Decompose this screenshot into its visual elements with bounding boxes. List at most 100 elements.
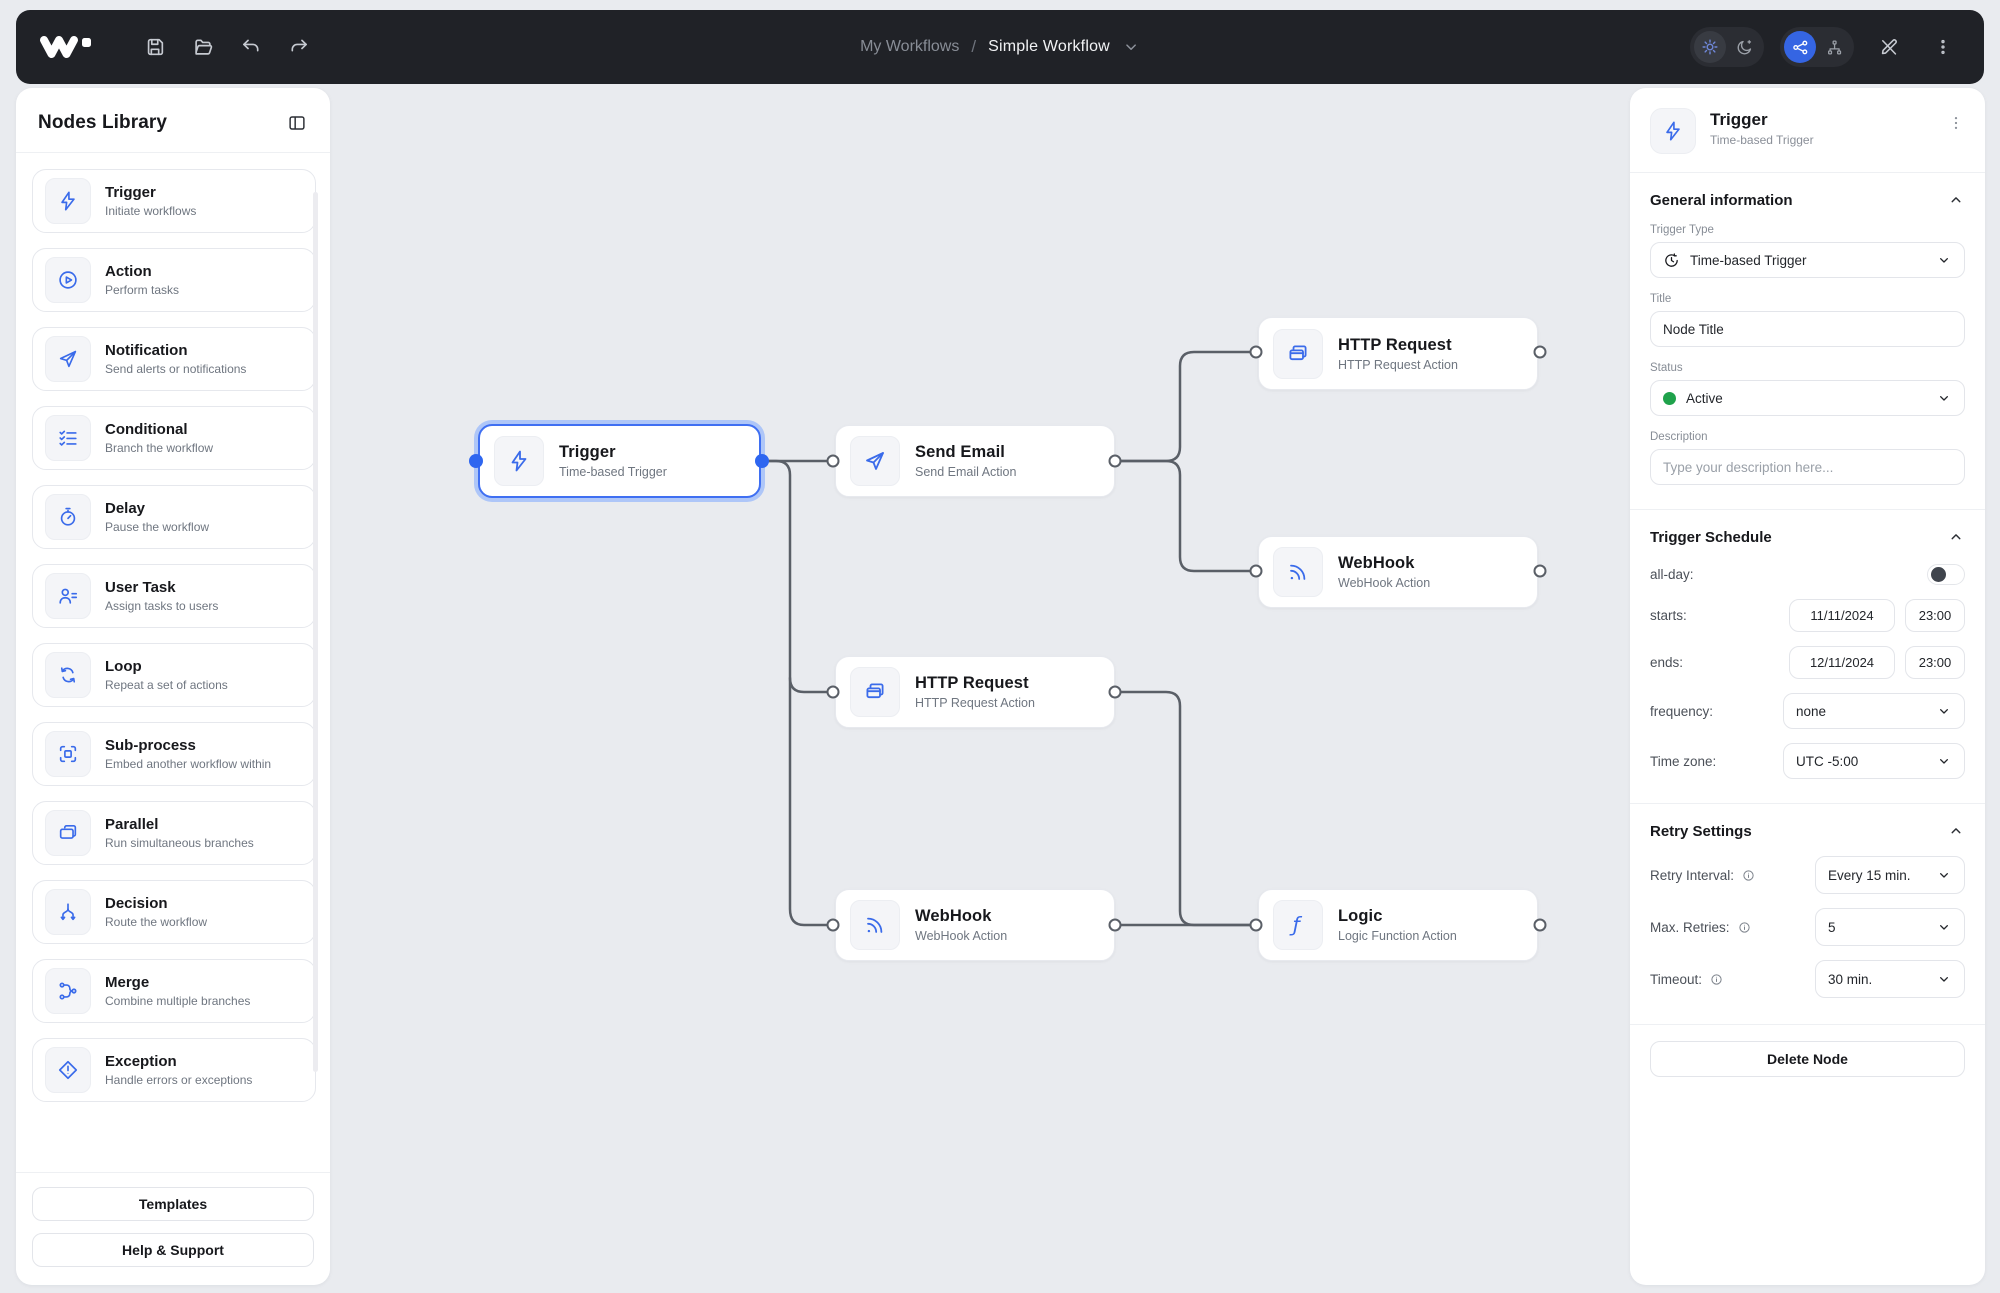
dark-theme-button[interactable]: [1728, 31, 1760, 63]
panel-collapse-icon[interactable]: [286, 112, 308, 134]
frequency-select[interactable]: none: [1783, 693, 1965, 729]
timezone-select[interactable]: UTC -5:00: [1783, 743, 1965, 779]
chevron-down-icon: [1940, 258, 1948, 263]
max-retries-select[interactable]: 5: [1815, 908, 1965, 946]
delete-node-button[interactable]: Delete Node: [1650, 1041, 1965, 1077]
canvas-node-logic[interactable]: ƒ Logic Logic Function Action: [1258, 889, 1538, 961]
flow-horizontal-icon: [1792, 40, 1807, 54]
templates-button[interactable]: Templates: [32, 1187, 314, 1221]
chevron-down-icon[interactable]: [1122, 38, 1140, 56]
item-desc: Route the workflow: [105, 915, 208, 929]
info-icon[interactable]: [1741, 868, 1756, 883]
item-label: Loop: [105, 658, 142, 675]
node-menu-button[interactable]: [1947, 114, 1965, 132]
folder-icon: [195, 39, 213, 55]
ends-time-input[interactable]: 23:00: [1905, 646, 1965, 679]
node-inspector-panel: Trigger Time-based Trigger General infor…: [1630, 88, 1985, 1285]
rss-icon: [1273, 547, 1323, 597]
canvas-node-trigger[interactable]: Trigger Time-based Trigger: [478, 424, 761, 498]
user-task-icon: [45, 573, 91, 619]
item-desc: Assign tasks to users: [105, 599, 219, 613]
description-input[interactable]: [1650, 449, 1965, 485]
node-subtitle: Logic Function Action: [1338, 929, 1457, 943]
chevron-up-icon[interactable]: [1947, 528, 1965, 546]
breadcrumb-parent[interactable]: My Workflows: [860, 38, 960, 55]
undo-button[interactable]: [232, 28, 270, 66]
item-desc: Send alerts or notifications: [105, 362, 247, 376]
canvas-node-send-email[interactable]: Send Email Send Email Action: [835, 425, 1115, 497]
ends-date-input[interactable]: 12/11/2024: [1789, 646, 1895, 679]
allday-toggle[interactable]: [1927, 564, 1965, 585]
sidebar-scrollbar[interactable]: [313, 192, 318, 1072]
horizontal-layout-button[interactable]: [1784, 31, 1816, 63]
canvas-node-webhook-bottom[interactable]: WebHook WebHook Action: [835, 889, 1115, 961]
trigger-type-select[interactable]: Time-based Trigger: [1650, 242, 1965, 278]
node-title-input[interactable]: [1650, 311, 1965, 347]
node-subtitle: WebHook Action: [915, 929, 1008, 943]
timeout-select[interactable]: 30 min.: [1815, 960, 1965, 998]
node-title: Send Email: [915, 443, 1005, 461]
chevron-up-icon[interactable]: [1947, 191, 1965, 209]
canvas-node-http-request-top[interactable]: HTTP Request HTTP Request Action: [1258, 317, 1538, 390]
more-options-button[interactable]: [1924, 28, 1962, 66]
node-title: WebHook: [915, 907, 992, 925]
info-icon[interactable]: [1709, 972, 1724, 987]
node-subtitle: HTTP Request Action: [915, 696, 1035, 710]
merge-icon: [45, 968, 91, 1014]
divider: [1630, 1024, 1985, 1025]
description-label: Description: [1650, 431, 1708, 443]
item-desc: Embed another workflow within: [105, 757, 272, 771]
status-select[interactable]: Active: [1650, 380, 1965, 416]
retry-settings-section: Retry Settings Retry Interval: Every 15 …: [1630, 804, 1985, 1024]
save-button[interactable]: [136, 28, 174, 66]
moon-icon: [1737, 39, 1751, 54]
help-support-button[interactable]: Help & Support: [32, 1233, 314, 1267]
redo-button[interactable]: [280, 28, 318, 66]
canvas-node-http-request-mid[interactable]: HTTP Request HTTP Request Action: [835, 656, 1115, 728]
retry-interval-value: Every 15 min.: [1828, 867, 1911, 883]
sun-icon: [1702, 39, 1718, 55]
item-desc: Initiate workflows: [105, 204, 197, 218]
chevron-up-icon[interactable]: [1947, 822, 1965, 840]
bolt-icon: [45, 178, 91, 224]
flow-vertical-icon: [1827, 40, 1841, 54]
annotation-tool-button[interactable]: [1870, 28, 1908, 66]
section-title: General information: [1650, 191, 1793, 209]
edge-trigger-webhook-bottom: [760, 459, 835, 927]
split-icon: [45, 889, 91, 935]
retry-interval-select[interactable]: Every 15 min.: [1815, 856, 1965, 894]
inspector-title: Trigger: [1710, 110, 1768, 129]
item-desc: Pause the workflow: [105, 520, 210, 534]
pencil-slash-icon: [1881, 39, 1897, 55]
item-desc: Repeat a set of actions: [105, 678, 228, 692]
item-label: Conditional: [105, 421, 188, 438]
timeout-value: 30 min.: [1828, 971, 1873, 987]
divider: [16, 1172, 330, 1173]
item-label: Sub-process: [105, 737, 196, 754]
info-icon[interactable]: [1737, 920, 1752, 935]
starts-time-input[interactable]: 23:00: [1905, 599, 1965, 632]
light-theme-button[interactable]: [1694, 31, 1726, 63]
trigger-type-value: Time-based Trigger: [1690, 252, 1807, 268]
starts-date-input[interactable]: 11/11/2024: [1789, 599, 1895, 632]
node-title: WebHook: [1338, 554, 1415, 572]
canvas-node-webhook-right[interactable]: WebHook WebHook Action: [1258, 536, 1538, 608]
item-label: Notification: [105, 342, 188, 359]
vertical-layout-button[interactable]: [1818, 31, 1850, 63]
open-folder-button[interactable]: [184, 28, 222, 66]
bolt-icon: [494, 436, 544, 486]
checklist-icon: [45, 415, 91, 461]
item-label: Action: [105, 263, 152, 280]
